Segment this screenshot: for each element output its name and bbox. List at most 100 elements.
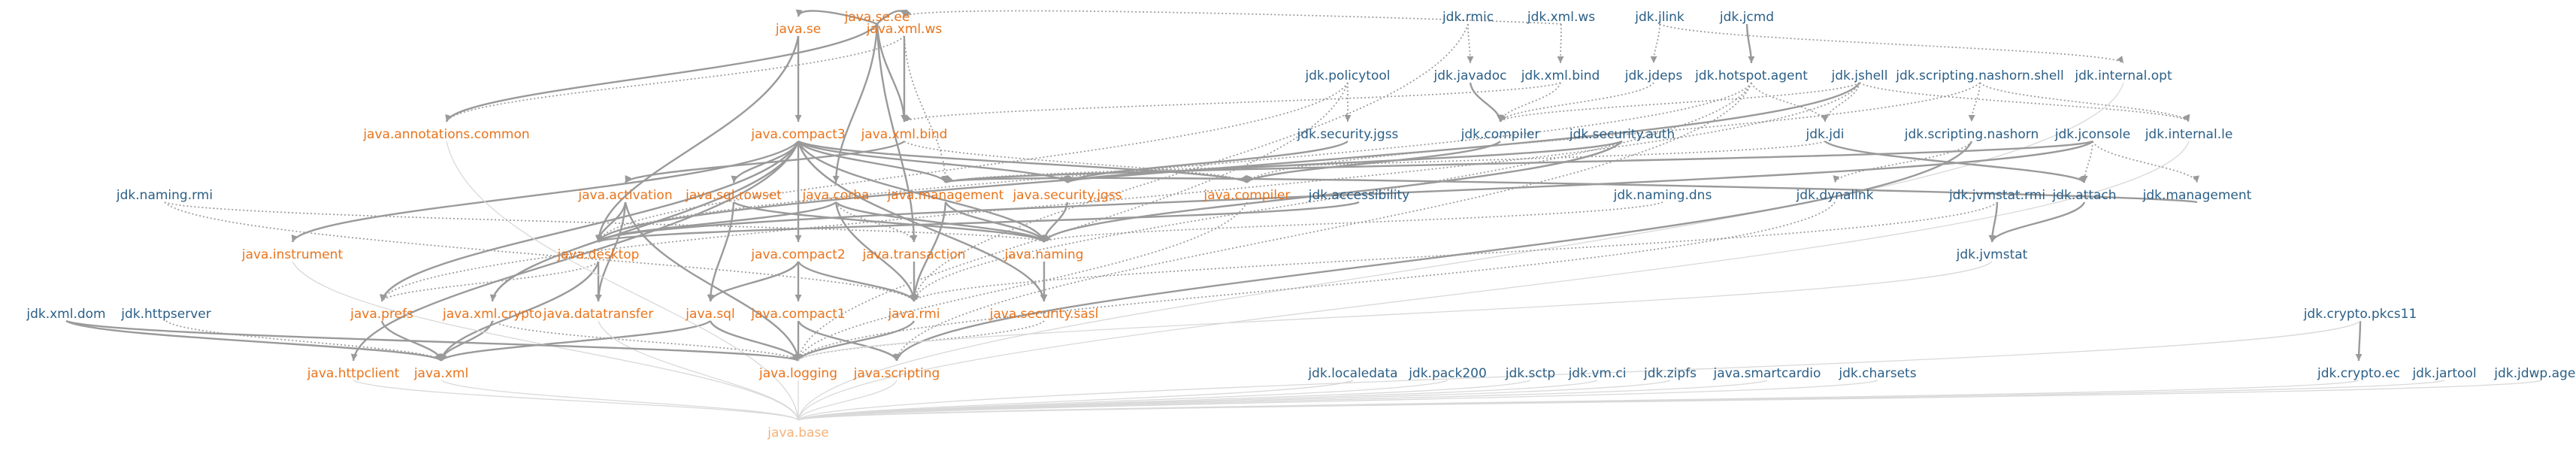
edge-java-compact3-to-java-naming: [797, 141, 1046, 243]
module-node-java-annotations-common: java.annotations.common: [362, 127, 529, 142]
module-node-jdk-attach: jdk.attach: [2051, 188, 2116, 203]
edge-java-security-sasl-to-java-logging: [798, 320, 1045, 362]
edge-jdk-management-to-java-management: [945, 177, 2198, 204]
edge-jdk-xml-dom-to-java-logging: [65, 319, 799, 362]
edge-jdk-scripting-nashorn-shell-to-jdk-internal-le: [1979, 82, 2190, 123]
module-node-jdk-accessibility: jdk.accessibility: [1308, 188, 1409, 203]
module-node-jdk-scripting-nashorn-shell: jdk.scripting.nashorn.shell: [1895, 68, 2063, 83]
edge-jdk-xml-dom-to-java-xml: [65, 319, 443, 362]
edge-jdk-security-auth-to-java-security-jgss: [1067, 140, 1623, 184]
edge-java-xml-crypto-to-java-xml: [440, 320, 494, 362]
module-node-java-xml-ws: java.xml.ws: [866, 22, 943, 37]
edge-jdk-jvmstat-to-java-logging: [798, 261, 1993, 362]
arrowhead-jdk-naming-dns-to-java-naming: [1044, 235, 1052, 242]
module-node-jdk-javadoc: jdk.javadoc: [1433, 68, 1507, 83]
edge-java-compact3-to-java-security-jgss: [798, 141, 1069, 183]
module-node-jdk-crypto-ec: jdk.crypto.ec: [2317, 366, 2400, 381]
module-node-jdk-crypto-pkcs11: jdk.crypto.pkcs11: [2303, 307, 2417, 322]
edge-jdk-compiler-to-java-compiler: [1246, 141, 1501, 183]
module-node-java-xml-crypto: java.xml.crypto: [442, 307, 542, 322]
edge-jdk-crypto-pkcs11-to-java-base: [798, 320, 2361, 421]
edge-jdk-policytool-to-java-desktop: [598, 82, 1349, 243]
edge-java-annotations-common-to-java-base: [446, 141, 799, 421]
edge-java-se-to-java-desktop: [597, 35, 800, 243]
edge-java-compact3-to-java-security-sasl: [797, 141, 1046, 302]
edge-java-xml-bind-to-java-activation: [624, 141, 905, 183]
edge-java-sql-to-java-xml: [440, 320, 711, 362]
module-node-jdk-jartool: jdk.jartool: [2411, 366, 2476, 381]
module-node-java-compiler: java.compiler: [1203, 188, 1290, 203]
arrowhead-java-compact2-to-java-compact1: [795, 295, 802, 301]
edge-jdk-javadoc-to-jdk-compiler: [1469, 82, 1502, 123]
edge-jdk-policytool-to-java-logging: [798, 82, 1349, 362]
edge-java-xml-crypto-to-java-logging: [492, 320, 799, 362]
module-node-jdk-jdwp-agent: jdk.jdwp.agent: [2493, 366, 2576, 381]
module-node-jdk-management: jdk.management: [2142, 188, 2252, 203]
edge-java-compact3-to-java-httpclient: [352, 141, 800, 362]
edge-jdk-hotspot-agent-to-java-rmi: [913, 82, 1752, 302]
edge-jdk-security-jgss-to-java-security-jgss: [1066, 141, 1349, 183]
module-node-java-naming: java.naming: [1003, 247, 1083, 262]
edge-java-desktop-to-java-prefs: [381, 261, 599, 302]
edge-java-corba-to-java-transaction: [835, 201, 915, 243]
module-node-jdk-rmic: jdk.rmic: [1442, 10, 1494, 25]
arrowhead-jdk-jshell-to-jdk-compiler: [1500, 114, 1507, 122]
edge-jdk-naming-rmi-to-java-rmi: [164, 201, 915, 302]
arrowhead-java-desktop-to-java-datatransfer: [595, 295, 602, 301]
module-node-jdk-jcmd: jdk.jcmd: [1719, 10, 1774, 25]
edge-java-sql-rowset-to-java-sql: [709, 201, 735, 302]
edge-jdk-rmic-to-jdk-javadoc: [1467, 23, 1471, 64]
module-node-java-transaction: java.transaction: [861, 247, 965, 262]
module-node-java-desktop: java.desktop: [557, 247, 640, 262]
edge-jdk-naming-rmi-to-java-naming: [164, 201, 1045, 243]
arrowhead-jdk-crypto-pkcs11-to-jdk-crypto-ec: [2355, 353, 2363, 361]
arrowhead-jdk-scripting-nashorn-to-java-scripting: [894, 353, 901, 361]
edge-java-compact3-to-java-instrument: [291, 141, 799, 243]
arrowhead-java-compact3-to-java-httpclient: [350, 353, 358, 361]
edge-jdk-jconsole-to-java-desktop: [597, 141, 2093, 243]
arrowhead-java-compact3-to-java-management: [940, 175, 948, 183]
module-node-java-security-sasl: java.security.sasl: [989, 307, 1099, 322]
edge-jdk-crypto-ec-to-java-base: [798, 380, 2360, 421]
edge-jdk-internal-opt-to-java-base: [798, 82, 2124, 421]
arrowhead-jdk-security-auth-to-java-security-jgss: [1067, 175, 1075, 183]
module-node-java-compact1: java.compact1: [750, 307, 845, 322]
edge-java-compact3-to-java-prefs: [380, 141, 800, 302]
module-node-java-base: java.base: [767, 425, 829, 440]
arrowhead-java-se-ee-to-java-corba: [832, 175, 840, 183]
edge-jdk-dynalink-to-java-logging: [798, 201, 1836, 362]
module-node-jdk-sctp: jdk.sctp: [1505, 366, 1555, 381]
module-node-jdk-policytool: jdk.policytool: [1305, 68, 1391, 83]
edge-jdk-charsets-to-java-base: [798, 380, 1878, 421]
edge-jdk-internal-le-to-java-base: [798, 141, 2190, 421]
arrowhead-jdk-management-to-java-management: [946, 175, 953, 183]
arrowhead-jdk-attach-to-jdk-jvmstat: [1989, 235, 1996, 242]
module-node-java-xml: java.xml: [413, 366, 468, 381]
module-node-jdk-xml-dom: jdk.xml.dom: [26, 307, 105, 322]
edge-java-compact3-to-java-management: [797, 141, 947, 183]
edge-java-instrument-to-java-base: [292, 261, 799, 421]
module-node-java-smartcardio: java.smartcardio: [1713, 366, 1821, 381]
edge-jdk-jlink-to-jdk-jdeps: [1653, 23, 1660, 64]
edge-java-se-ee-to-java-se: [797, 10, 878, 26]
module-node-java-httpclient: java.httpclient: [307, 366, 400, 381]
arrowhead-jdk-rmic-to-jdk-javadoc: [1467, 56, 1474, 63]
arrowhead-jdk-xml-ws-to-jdk-xml-bind: [1557, 56, 1564, 63]
edge-java-se-ee-to-java-annotations-common: [445, 23, 878, 123]
module-node-jdk-scripting-nashorn: jdk.scripting.nashorn: [1904, 127, 2039, 142]
module-node-jdk-internal-le: jdk.internal.le: [2145, 127, 2233, 142]
edge-jdk-httpserver-to-java-xml: [165, 320, 442, 362]
arrowhead-java-se-to-java-compact3: [795, 115, 802, 122]
arrowhead-java-xml-ws-to-java-annotations-common: [445, 114, 453, 122]
module-node-jdk-jshell: jdk.jshell: [1830, 68, 1887, 83]
module-node-java-logging: java.logging: [758, 366, 837, 381]
module-node-jdk-jvmstat-rmi: jdk.jvmstat.rmi: [1948, 188, 2045, 203]
edge-java-compiler-to-java-logging: [798, 201, 1248, 362]
arrowhead-java-compact3-to-java-instrument: [291, 235, 298, 242]
arrowhead-jdk-scripting-nashorn-to-jdk-dynalink: [1833, 175, 1840, 183]
arrowhead-jdk-scripting-nashorn-shell-to-jdk-scripting-nashorn: [1968, 114, 1975, 122]
arrowhead-jdk-xml-ws-to-java-xml-ws: [904, 9, 912, 17]
module-node-java-management: java.management: [887, 188, 1004, 203]
